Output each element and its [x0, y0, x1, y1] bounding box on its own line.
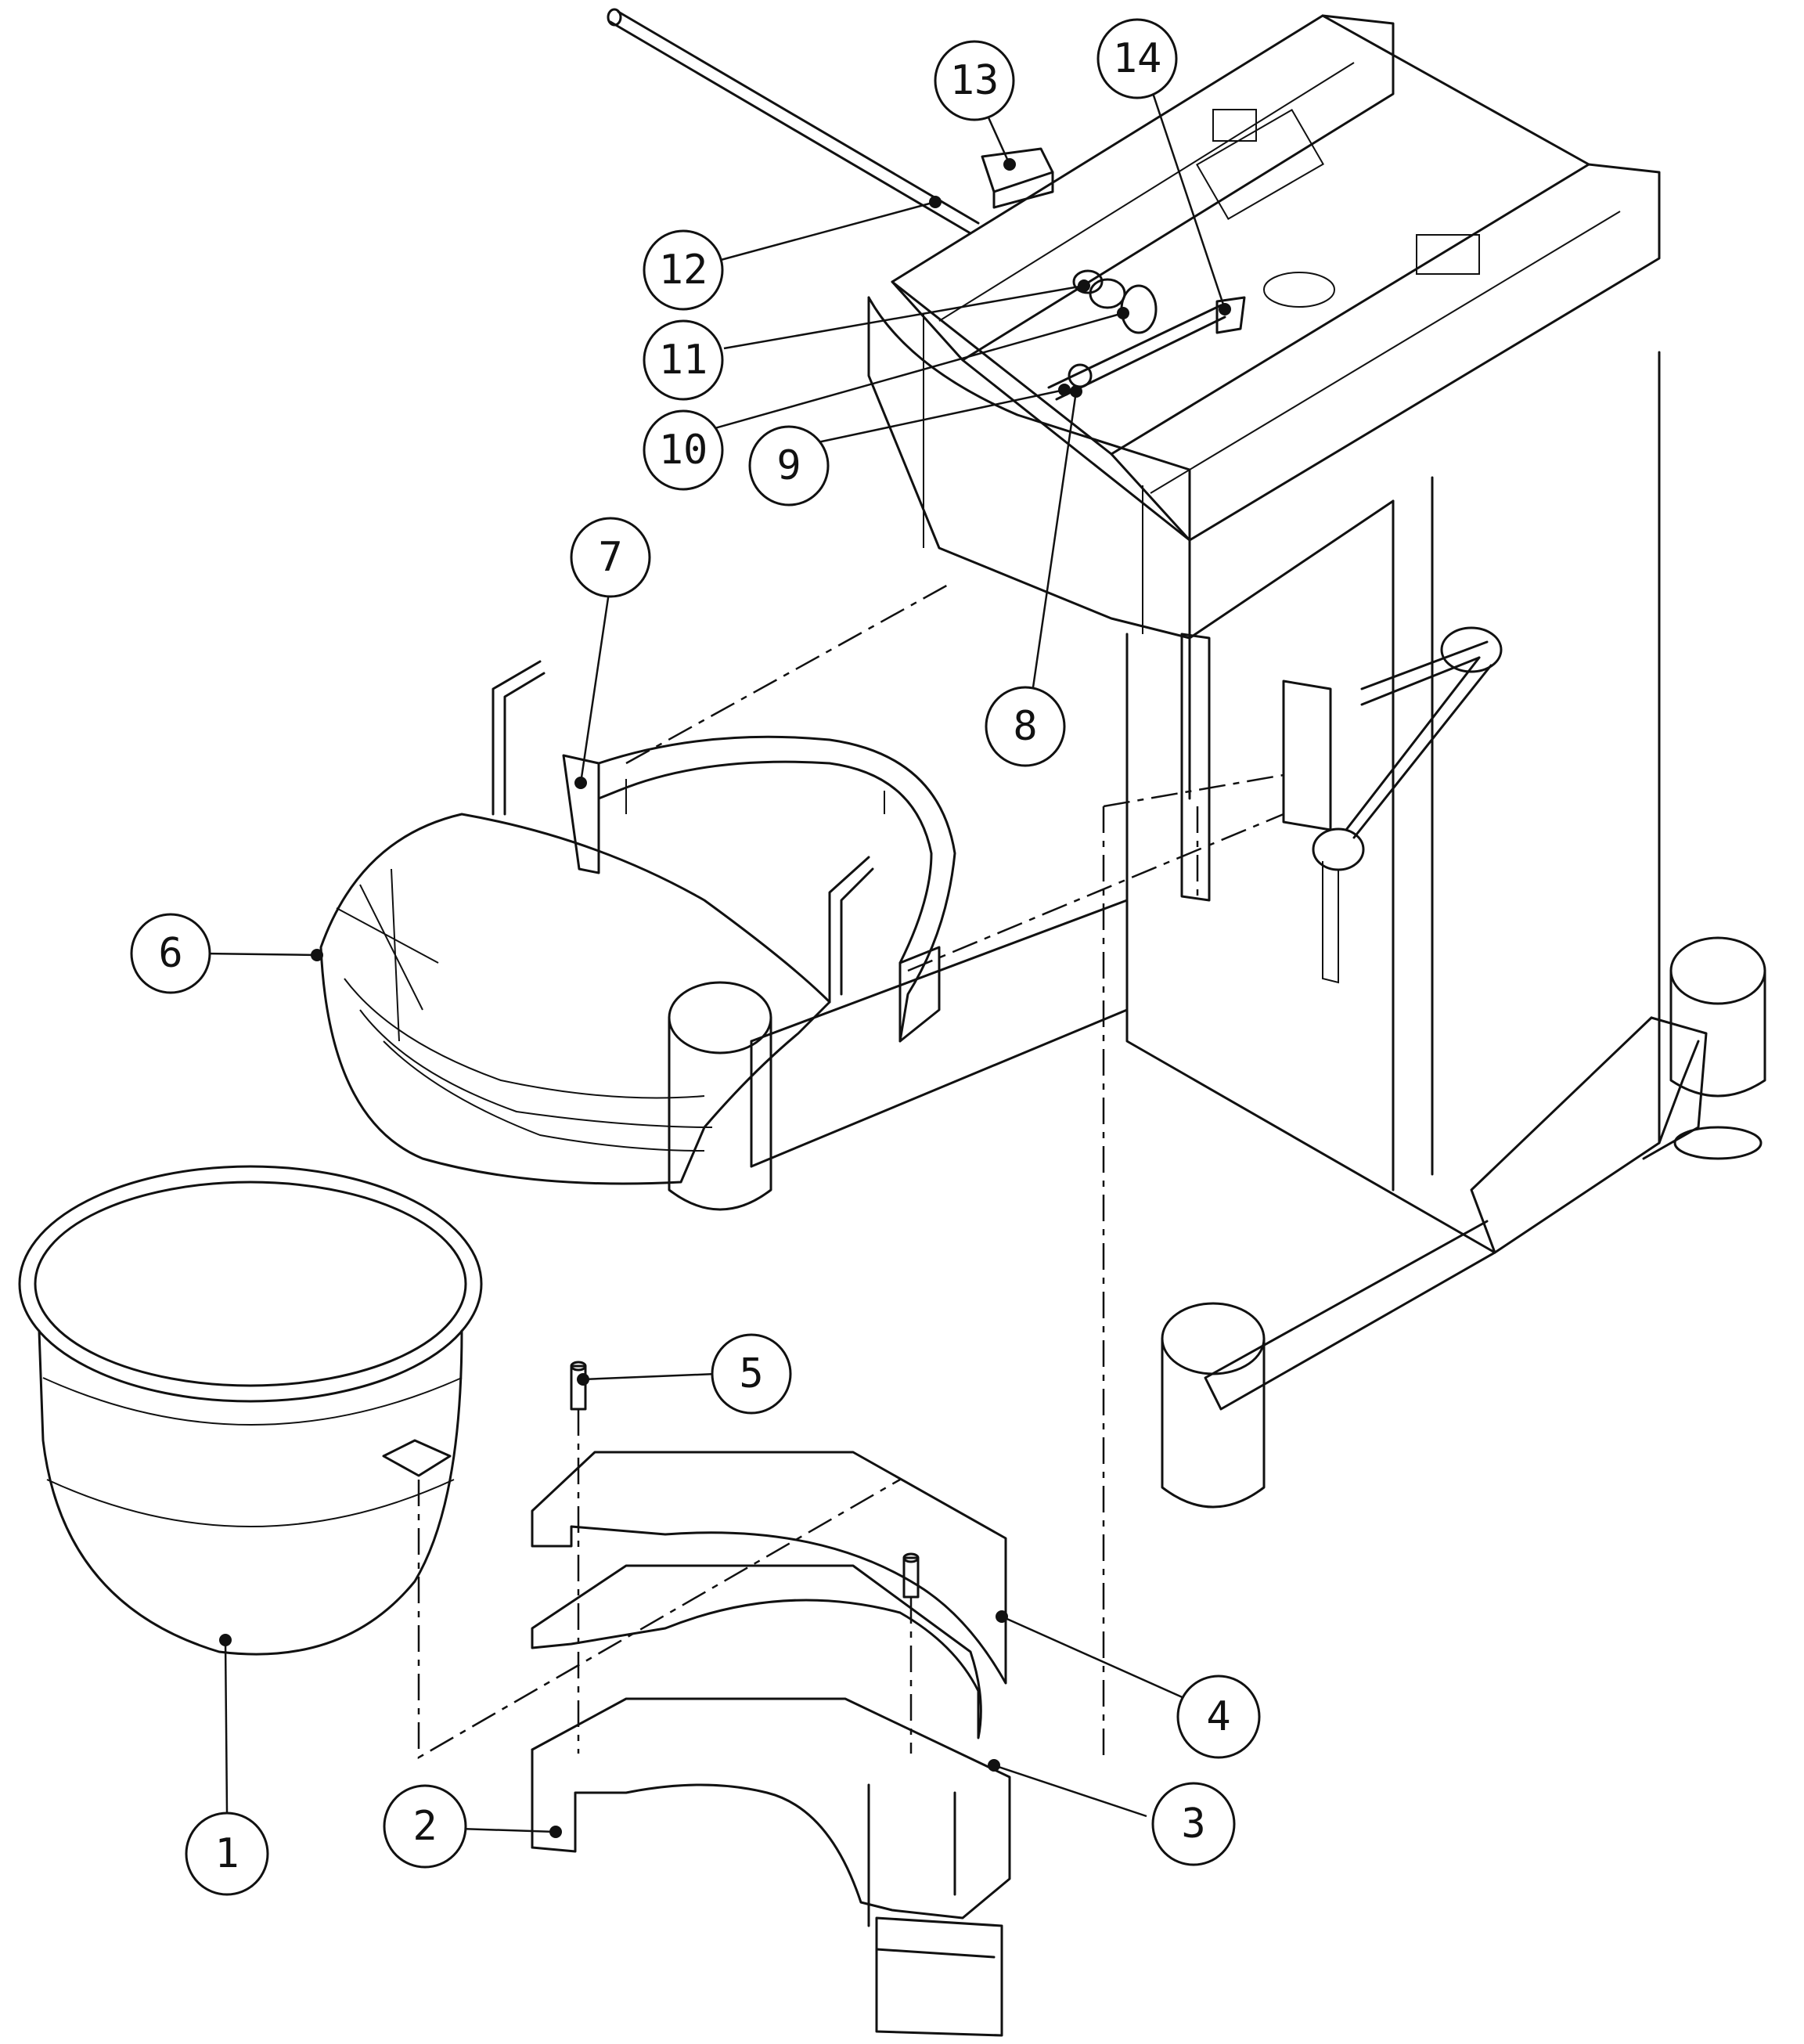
lift-rod: [607, 8, 980, 235]
callout-13-label: 13: [950, 57, 999, 104]
callout-5-label: 5: [739, 1350, 763, 1397]
callout-2: 2: [383, 1784, 467, 1869]
machine-frame: [668, 14, 1766, 1509]
callout-7: 7: [570, 517, 651, 598]
callout-14-label: 14: [1113, 35, 1162, 82]
pin-part-5: [570, 1361, 920, 1599]
leader-dots: [219, 158, 1231, 1838]
bowl-guard-part-7: [562, 735, 956, 1043]
callout-1-label: 1: [214, 1830, 239, 1877]
callout-8: 8: [985, 686, 1066, 767]
callout-4: 4: [1176, 1674, 1261, 1759]
callout-10-label: 10: [659, 427, 708, 474]
callout-3-label: 3: [1181, 1801, 1205, 1848]
callout-5: 5: [711, 1333, 792, 1415]
callout-14: 14: [1096, 18, 1178, 99]
bowl-part-1: [18, 1165, 483, 1656]
shaft-assembly: [1047, 269, 1246, 401]
whisk-cage-part-6: [319, 660, 874, 1185]
callout-13: 13: [934, 40, 1015, 121]
switch-part-13: [981, 147, 1054, 209]
callout-1: 1: [185, 1811, 269, 1896]
callout-11-label: 11: [659, 337, 708, 384]
callout-12: 12: [643, 229, 724, 311]
callout-9-label: 9: [776, 442, 801, 489]
callout-10: 10: [643, 409, 724, 491]
callout-2-label: 2: [412, 1803, 437, 1850]
bowl-support-part-4: [531, 1451, 1007, 1739]
callout-8-label: 8: [1013, 703, 1037, 750]
callout-7-label: 7: [598, 534, 622, 581]
leader-lines: [203, 62, 1226, 1833]
callout-11: 11: [643, 319, 724, 401]
assembly-lines: [417, 582, 1284, 1761]
callout-4-label: 4: [1206, 1693, 1230, 1740]
callout-6: 6: [130, 913, 211, 994]
callout-12-label: 12: [659, 247, 708, 294]
callout-9: 9: [748, 425, 830, 506]
callout-6-label: 6: [158, 930, 182, 977]
bowl-support-part-2-3: [531, 1697, 1011, 2037]
callout-3: 3: [1151, 1782, 1236, 1866]
